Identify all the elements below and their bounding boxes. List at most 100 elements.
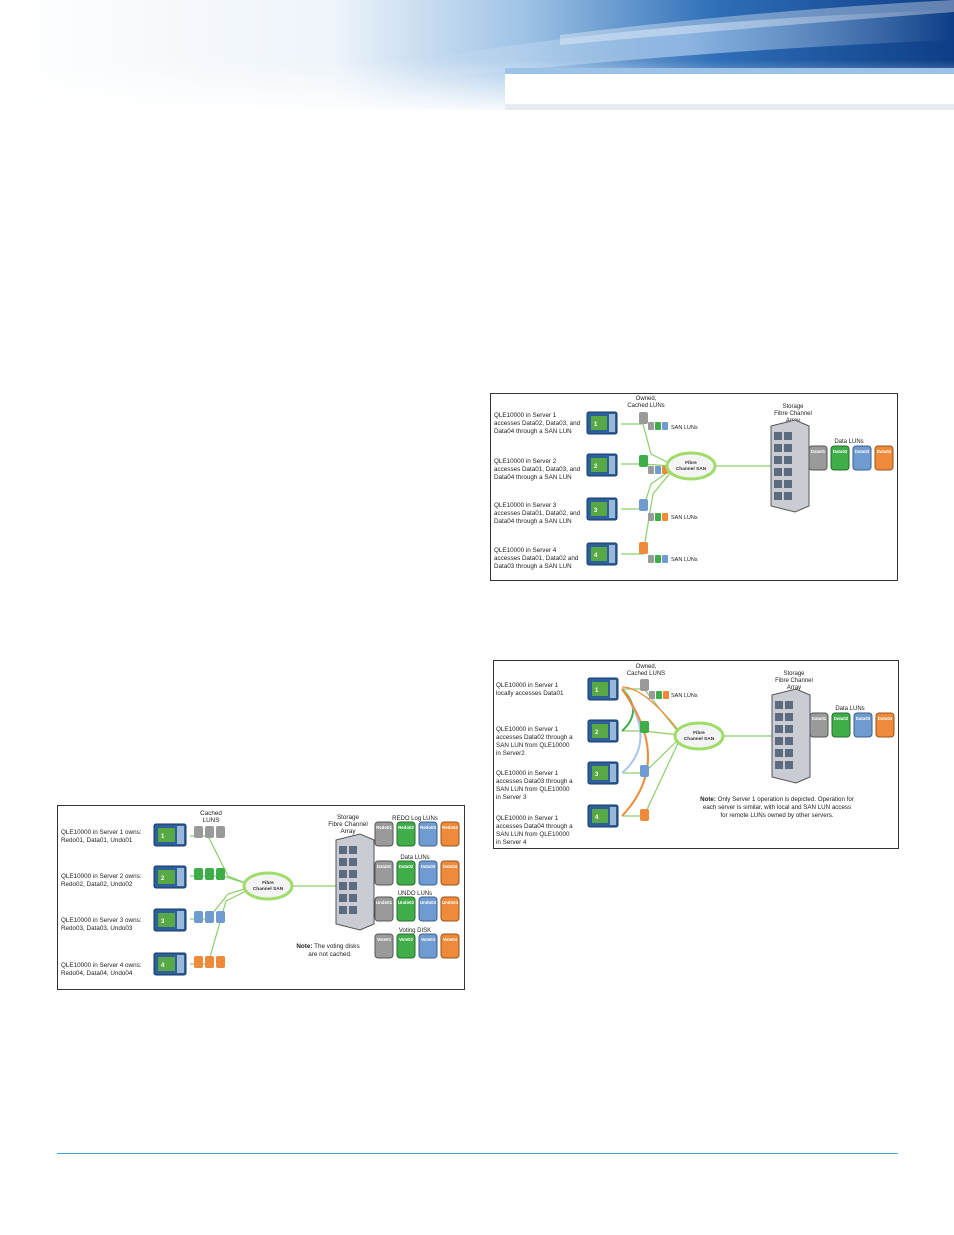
san-luns-label: SAN LUNs: [671, 693, 698, 699]
data-lun-disks: [374, 860, 460, 886]
server-4-icon: [153, 952, 187, 976]
server-2-line-3: Data04 through a SAN LUN: [494, 474, 572, 481]
svg-text:QLE10000 in Server 2: QLE10000 in Server 2: [494, 458, 557, 465]
server-3-line-1: QLE10000 in Server 3: [494, 502, 557, 509]
server-3-badge: 3: [595, 772, 599, 778]
server-1-badge: 1: [594, 422, 598, 428]
svg-text:Data04 through a SAN LUN: Data04 through a SAN LUN: [494, 518, 572, 525]
data-disk-label-3: Data03: [421, 864, 436, 869]
server-3-icon: [586, 497, 618, 521]
server-1-icon: [586, 411, 618, 435]
storage-array: [335, 833, 375, 931]
server-4-badge: 4: [594, 553, 598, 559]
fibre-channel-san-cloud: Fibre Channel SAN: [242, 871, 294, 901]
san-lun-disks: [649, 691, 669, 699]
cached-lun-disks: [194, 826, 225, 968]
owned-label-line-1: Owned,: [636, 396, 657, 402]
data-disk-label-3: Data03: [855, 449, 870, 454]
storage-array: [771, 688, 811, 784]
data-disk-2: [830, 445, 850, 471]
undo-lun-disks: [374, 896, 460, 922]
server-4-line-2: accesses Data01, Data02 and: [494, 555, 579, 562]
svg-text:Data04 through a SAN LUN: Data04 through a SAN LUN: [494, 474, 572, 481]
data-disk-3: [852, 445, 872, 471]
data-disk-label-2: Data02: [834, 716, 849, 721]
server-3-line-4: in Server 3: [496, 794, 527, 801]
san-lun-disks: [648, 422, 668, 563]
vote-disk-label-2: Vote02: [399, 937, 414, 942]
server-4-line-3: Data03 through a SAN LUN: [494, 563, 572, 570]
server-2-line-1: QLE10000 in Server 2: [494, 458, 557, 465]
server-2-badge: 2: [161, 876, 165, 882]
storage-label-line-3: Array: [787, 685, 801, 691]
svg-text:accesses Data01, Data02, and: accesses Data01, Data02, and: [494, 510, 581, 517]
owned-label-line-2: Cached LUNS: [627, 671, 665, 677]
server-3-badge: 3: [161, 919, 165, 925]
storage-label-line-1: Storage: [783, 671, 805, 677]
note-line-2: are not cached.: [308, 951, 352, 958]
san-luns-label-3: SAN LUNs: [671, 515, 698, 521]
server-4-badge: 4: [161, 963, 165, 969]
server-3-icon: [587, 761, 619, 785]
figure-lun-ownership: QLE10000 in Server 1 owns: Redo01, Data0…: [57, 805, 465, 990]
san-luns-label-1: SAN LUNs: [671, 425, 698, 431]
svg-text:accesses Data02, Data03, and: accesses Data02, Data03, and: [494, 420, 581, 427]
svg-text:QLE10000 in Server 1: QLE10000 in Server 1: [494, 412, 557, 419]
vote-disk-label-1: Vote01: [377, 937, 392, 942]
san-cloud-line-2: Channel SAN: [684, 736, 715, 742]
server-2-icon: [153, 865, 187, 889]
server-3-icon: [153, 908, 187, 932]
data-disk-label-3: Data03: [856, 716, 871, 721]
server-2-line-4: in Server2: [496, 750, 525, 757]
server-1-badge: 1: [161, 834, 165, 840]
footer-rule: [57, 1153, 898, 1154]
note-line-3: for remote LUNs owned by other servers.: [720, 812, 833, 819]
data-luns-title: Data LUNs: [834, 439, 863, 445]
server-3-line-2: accesses Data03 through a: [496, 778, 573, 785]
storage-label-line-1: Storage: [337, 814, 360, 821]
server-2-line-1: QLE10000 in Server 2 owns:: [61, 873, 142, 880]
storage-label-line-2: Fibre Channel: [775, 678, 813, 684]
server-2-badge: 2: [594, 464, 598, 470]
svg-text:Data04 through a SAN LUN: Data04 through a SAN LUN: [494, 428, 572, 435]
data-disk-label-1: Data01: [812, 716, 827, 721]
voting-disks: [374, 933, 460, 959]
server-2-line-1: QLE10000 in Server 1: [496, 726, 559, 733]
storage-label-line-1: Storage: [782, 404, 804, 410]
redo-disk-label-2: Redo02: [398, 825, 414, 830]
undo-disk-label-1: Undo01: [376, 900, 393, 905]
data-disk-label-4: Data04: [878, 716, 893, 721]
data-luns-title: Data LUNs: [400, 855, 429, 861]
server-2-line-3: SAN LUN from QLE10000: [496, 742, 570, 749]
server-icons: 1 2 3 4: [153, 823, 187, 976]
svg-text:QLE10000 in Server 4: QLE10000 in Server 4: [494, 547, 557, 554]
redo-disk-label-3: Redo03: [420, 825, 436, 830]
server-4-badge: 4: [595, 815, 599, 821]
server-4-icon: [587, 804, 619, 828]
vote-disk-label-3: Vote03: [421, 937, 436, 942]
owned-disks: [640, 679, 649, 821]
server-3-line-2: accesses Data01, Data02, and: [494, 510, 581, 517]
storage-label-line-2: Fibre Channel: [774, 411, 812, 417]
undo-disk-label-4: Undo04: [442, 900, 459, 905]
figure-server1-access: QLE10000 in Server 1 locally accesses Da…: [493, 660, 899, 849]
server-3-line-3: Data04 through a SAN LUN: [494, 518, 572, 525]
vote-disk-label-4: Vote04: [443, 937, 458, 942]
server-2-badge: 2: [595, 730, 599, 736]
server-2-icon: [587, 719, 619, 743]
svg-text:accesses Data01, Data02 and: accesses Data01, Data02 and: [494, 555, 579, 562]
note-line-1: Note: Only Server 1 operation is depicte…: [700, 796, 854, 803]
figure-san-lun-access: QLE10000 in Server 1 accesses Data02, Da…: [490, 393, 898, 581]
storage-array: [770, 419, 810, 513]
undo-disk-label-3: Undo03: [420, 900, 437, 905]
svg-text:accesses Data01, Data03, and: accesses Data01, Data03, and: [494, 466, 581, 473]
data-lun-disks: [809, 712, 895, 738]
server-4-line-4: in Server 4: [496, 839, 527, 846]
svg-text:QLE10000 in Server 3: QLE10000 in Server 3: [494, 502, 557, 509]
server-1-badge: 1: [595, 688, 599, 694]
data-disk-label-2: Data02: [833, 449, 848, 454]
server-icons: 1 2 3 4: [586, 411, 618, 566]
server-3-line-1: QLE10000 in Server 1: [496, 770, 559, 777]
fibre-channel-san-cloud: Fibre Channel SAN: [665, 451, 717, 481]
cached-label-line-2: LUNS: [203, 817, 220, 824]
